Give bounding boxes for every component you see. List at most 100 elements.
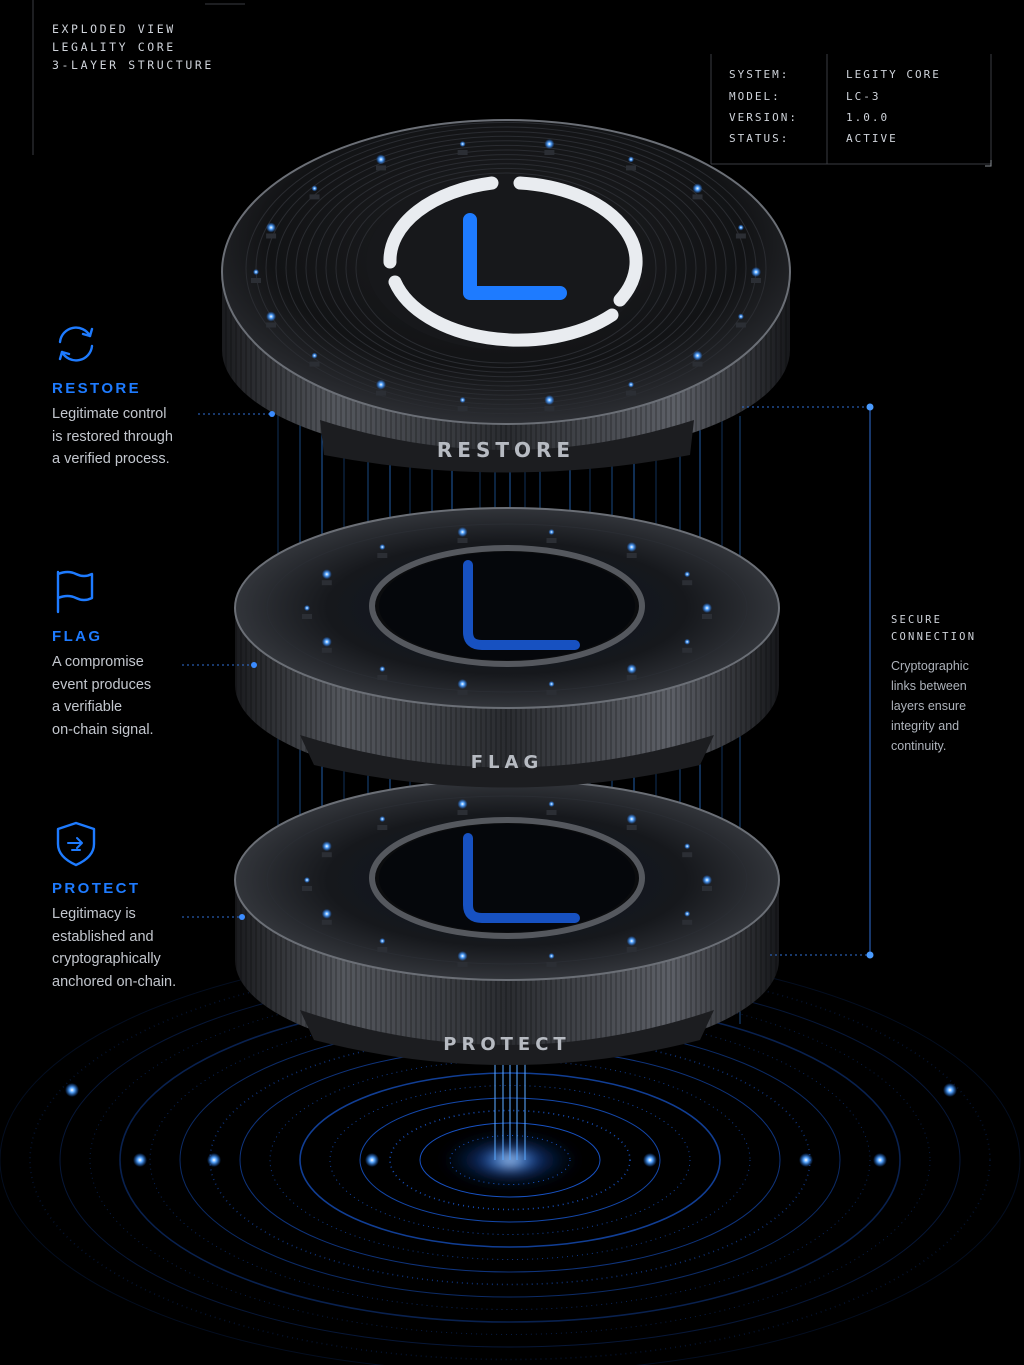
circuit-node bbox=[379, 544, 386, 550]
desc-line: A compromise bbox=[52, 654, 144, 670]
circuit-node bbox=[266, 311, 277, 322]
disc-restore: RESTORE bbox=[221, 119, 791, 473]
circuit-node bbox=[548, 953, 555, 959]
chip bbox=[751, 278, 761, 283]
groove-ring bbox=[335, 163, 677, 373]
spec-box: SYSTEM: LEGITY CORE MODEL: LC-3 VERSION:… bbox=[711, 54, 991, 164]
refresh-cycle-icon bbox=[58, 326, 94, 362]
spec-box-frame bbox=[710, 54, 992, 167]
circuit-node bbox=[628, 381, 634, 388]
spec-value-system: LEGITY CORE bbox=[846, 68, 941, 81]
spec-label-system: SYSTEM: bbox=[729, 68, 790, 81]
chip bbox=[377, 675, 388, 680]
groove-ring bbox=[355, 172, 657, 364]
leader-lines bbox=[182, 413, 272, 918]
chip bbox=[376, 390, 386, 396]
chip bbox=[321, 919, 332, 925]
spec-value-model: LC-3 bbox=[846, 90, 881, 103]
groove-ring bbox=[345, 167, 667, 369]
shield-icon bbox=[56, 821, 96, 867]
circuit-node bbox=[544, 139, 555, 149]
secure-title-1: SECURE bbox=[891, 614, 943, 626]
disc-label-restore: RESTORE bbox=[437, 438, 575, 462]
circuit-node bbox=[684, 638, 691, 645]
circuit-node bbox=[626, 542, 637, 552]
desc-line: integrity and bbox=[891, 719, 960, 733]
chip bbox=[302, 886, 312, 891]
chip bbox=[377, 825, 388, 830]
spec-label-status: STATUS: bbox=[729, 132, 790, 145]
chip bbox=[626, 947, 637, 952]
flag-icon bbox=[56, 570, 94, 614]
disc-flag: FLAG bbox=[234, 507, 780, 788]
desc-line: links between bbox=[891, 679, 967, 693]
layer-title-restore: RESTORE bbox=[52, 380, 142, 397]
desc-line: cryptographically bbox=[52, 951, 161, 967]
chip bbox=[735, 233, 746, 239]
chip bbox=[376, 165, 386, 171]
layer-flag: FLAG A compromise event produces a verif… bbox=[52, 568, 202, 741]
chip bbox=[626, 825, 637, 830]
desc-line: on-chain signal. bbox=[52, 721, 154, 738]
groove-ring bbox=[315, 154, 697, 382]
chip bbox=[302, 614, 312, 619]
circuit-node bbox=[626, 936, 637, 946]
header-line-3: 3-LAYER STRUCTURE bbox=[52, 58, 214, 72]
groove-ring bbox=[275, 135, 737, 401]
circuit-node bbox=[457, 799, 468, 809]
chip bbox=[682, 852, 693, 858]
chip bbox=[377, 553, 388, 558]
circuit-node bbox=[548, 681, 555, 687]
desc-line: event produces bbox=[52, 676, 152, 693]
circuit-node bbox=[266, 222, 277, 233]
chip bbox=[735, 322, 746, 328]
circuit-node bbox=[376, 379, 386, 390]
circuit-node bbox=[379, 938, 386, 944]
chip bbox=[457, 810, 468, 815]
ripple-node bbox=[65, 1083, 79, 1097]
chip bbox=[309, 361, 320, 367]
layer-restore: RESTORE Legitimate control is restored t… bbox=[52, 320, 202, 471]
groove-ring bbox=[305, 149, 707, 387]
chip bbox=[266, 233, 277, 239]
ripple-node bbox=[365, 1153, 379, 1167]
ripple-node bbox=[133, 1153, 147, 1167]
layer-title-flag: FLAG bbox=[52, 628, 103, 645]
circuit-node bbox=[459, 397, 466, 403]
chip bbox=[544, 150, 555, 155]
circuit-node bbox=[376, 154, 386, 165]
layer-desc-restore: Legitimate control is restored through a… bbox=[52, 403, 202, 471]
header-line-1: EXPLODED VIEW bbox=[52, 22, 176, 36]
header-block: EXPLODED VIEW LEGALITY CORE 3-LAYER STRU… bbox=[52, 20, 214, 74]
circuit-node bbox=[253, 269, 259, 275]
groove-ring bbox=[325, 158, 687, 378]
circuit-node bbox=[628, 156, 634, 163]
chip bbox=[251, 278, 261, 283]
chip bbox=[457, 150, 468, 155]
layer-desc-flag: A compromise event produces a verifiable… bbox=[52, 651, 202, 741]
circuit-node bbox=[457, 679, 468, 689]
spec-label-version: VERSION: bbox=[729, 111, 798, 124]
chip bbox=[309, 194, 320, 200]
ripple-node bbox=[873, 1153, 887, 1167]
desc-line: continuity. bbox=[891, 739, 947, 753]
groove-ring bbox=[265, 131, 747, 405]
groove-ring bbox=[295, 144, 717, 392]
circuit-node bbox=[311, 352, 318, 359]
circuit-node bbox=[702, 875, 712, 885]
ripple-node bbox=[799, 1153, 813, 1167]
chip bbox=[321, 647, 332, 653]
circuit-node bbox=[626, 814, 637, 824]
circuit-node bbox=[457, 951, 468, 961]
chip bbox=[682, 647, 693, 653]
chip bbox=[626, 553, 637, 558]
disc-label-protect: PROTECT bbox=[443, 1034, 570, 1055]
circuit-node bbox=[684, 843, 691, 850]
chip bbox=[457, 538, 468, 543]
spec-value-version: 1.0.0 bbox=[846, 111, 890, 124]
desc-line: Legitimate control bbox=[52, 406, 167, 422]
chip bbox=[546, 810, 557, 815]
desc-line: a verified process. bbox=[52, 451, 170, 467]
chip bbox=[682, 919, 693, 925]
